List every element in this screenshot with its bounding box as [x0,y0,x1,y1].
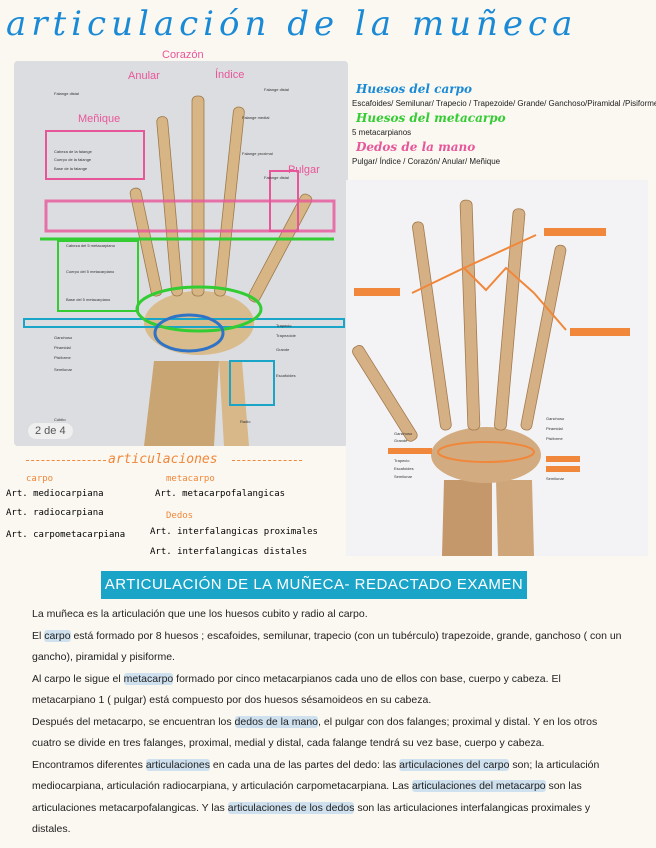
essay-text: está formado por 8 huesos ; escafoides, … [32,629,622,664]
svg-text:Ganchoso: Ganchoso [546,416,565,421]
finger-label-menique: Meñique [78,113,121,125]
highlight-carpo: carpo [44,629,71,642]
svg-text:Falange distal: Falange distal [264,87,289,92]
svg-text:Falange distal: Falange distal [264,175,289,180]
essay-body: La muñeca es la articulación que une los… [32,604,626,841]
essay-text: son las articulaciones metacarpofalangic… [32,780,582,814]
svg-text:Grande: Grande [394,438,408,443]
svg-text:Ganchoso: Ganchoso [394,431,413,436]
heading-divider-left [26,460,106,461]
essay-text: Después del metacarpo, se encuentran los [32,715,235,728]
carpo-heading: carpo [26,474,54,484]
metacarpo-notes-title: Huesos del metacarpo [356,111,506,125]
svg-text:Cúbito: Cúbito [54,417,66,422]
essay-text: son las articulaciones interfalangicas p… [32,801,591,836]
metacarpo-heading: metacarpo [166,474,215,484]
dedos-notes-title: Dedos de la mano [356,140,476,154]
hand-bones-illustration-right: Ganchoso Grande Trapecio Escafoides Semi… [346,180,648,556]
essay-paragraph-4: Después del metacarpo, se encuentran los… [32,712,626,755]
essay-text: en cada una de las partes del dedo: las [210,758,400,771]
essay-text: Encontramos diferentes [32,758,146,771]
svg-text:Cuerpo del 5 metacarpiano: Cuerpo del 5 metacarpiano [66,269,115,274]
svg-text:Falange proximal: Falange proximal [242,151,273,156]
svg-text:Cabeza de la falange: Cabeza de la falange [54,149,93,154]
svg-text:Piramidal: Piramidal [546,426,563,431]
svg-text:Falange medial: Falange medial [242,115,269,120]
svg-text:Escafoides: Escafoides [276,373,296,378]
dedos-heading: Dedos [166,511,194,521]
highlight-art-metacarpo: articulaciones del metacarpo [411,780,546,792]
highlight-art-dedos: articulaciones de los dedos [227,801,355,814]
hand-anatomy-image-dorsal: Falange distal Cabeza de la falange Cuer… [14,61,348,446]
articulaciones-notes: articulaciones carpo Art. mediocarpiana … [0,452,345,572]
essay-banner: ARTICULACIÓN DE LA MUÑECA- REDACTADO EXA… [101,571,527,599]
carpo-notes-text: Escafoides/ Semilunar/ Trapecio / Trapez… [352,99,656,108]
svg-text:Ganchoso: Ganchoso [54,335,73,340]
carpo-item-2: Art. radiocarpiana [6,508,104,518]
essay-text: El [32,629,45,642]
svg-text:Cabeza del 5 metacarpiano: Cabeza del 5 metacarpiano [66,243,116,248]
svg-text:Cuerpo de la falange: Cuerpo de la falange [54,157,92,162]
hand-anatomy-image-palmar: Ganchoso Grande Trapecio Escafoides Semi… [346,180,648,556]
finger-label-pulgar: Pulgar [288,164,320,176]
dedos-item-1: Art. interfalangicas proximales [150,527,318,537]
articulaciones-heading: articulaciones [108,452,218,467]
page-indicator: 2 de 4 [28,423,73,439]
carpo-notes-title: Huesos del carpo [356,82,472,96]
svg-text:Radio: Radio [240,419,251,424]
carpo-item-3: Art. carpometacarpiana [6,530,126,540]
svg-text:Escafoides: Escafoides [394,466,414,471]
metacarpo-notes-text: 5 metacarpianos [352,128,412,137]
hand-bones-illustration: Falange distal Cabeza de la falange Cuer… [14,61,348,446]
essay-paragraph-5: Encontramos diferentes articulaciones en… [32,755,626,841]
essay-paragraph-2: El carpo está formado por 8 huesos ; esc… [32,626,626,669]
essay-text: , el pulgar con dos falanges; proximal y… [32,715,598,750]
svg-text:Piramidal: Piramidal [54,345,71,350]
svg-text:Semilunar: Semilunar [54,367,73,372]
svg-text:Semilunar: Semilunar [546,476,565,481]
essay-text: Al carpo le sigue el [32,672,124,685]
svg-text:Base del 5 metacarpiano: Base del 5 metacarpiano [66,297,111,302]
dedos-item-2: Art. interfalangicas distales [150,547,308,557]
svg-text:Trapecio: Trapecio [394,458,410,463]
svg-text:Base de la falange: Base de la falange [54,166,88,171]
carpo-item-1: Art. mediocarpiana [6,489,104,499]
dedos-notes-text: Pulgar/ Índice / Corazón/ Anular/ Meñiqu… [352,157,501,166]
essay-text: formado por cinco metacarpianos cada uno… [32,672,561,707]
finger-label-corazon: Corazón [162,49,204,61]
essay-paragraph-1: La muñeca es la articulación que une los… [32,608,368,620]
finger-label-anular: Anular [128,70,160,82]
svg-text:Semilunar: Semilunar [394,474,413,479]
highlight-metacarpo: metacarpo [123,672,174,685]
heading-divider-right [232,460,302,461]
finger-label-indice: Índice [215,69,245,81]
essay-text: son; la articulación mediocarpiana, arti… [32,758,600,793]
essay-paragraph-3: Al carpo le sigue el metacarpo formado p… [32,669,626,712]
highlight-dedos: dedos de la mano [234,715,319,728]
page-title: articulación de la muñeca [6,4,578,44]
highlight-articulaciones: articulaciones [145,758,211,771]
metacarpo-item-1: Art. metacarpofalangicas [155,489,286,499]
svg-text:Trapecio: Trapecio [276,323,292,328]
svg-text:Pisiforme: Pisiforme [54,355,71,360]
highlight-art-carpo: articulaciones del carpo [399,758,510,771]
svg-text:Falange distal: Falange distal [54,91,79,96]
svg-text:Grande: Grande [276,347,290,352]
svg-text:Trapezoide: Trapezoide [276,333,297,338]
svg-text:Pisiforme: Pisiforme [546,436,563,441]
